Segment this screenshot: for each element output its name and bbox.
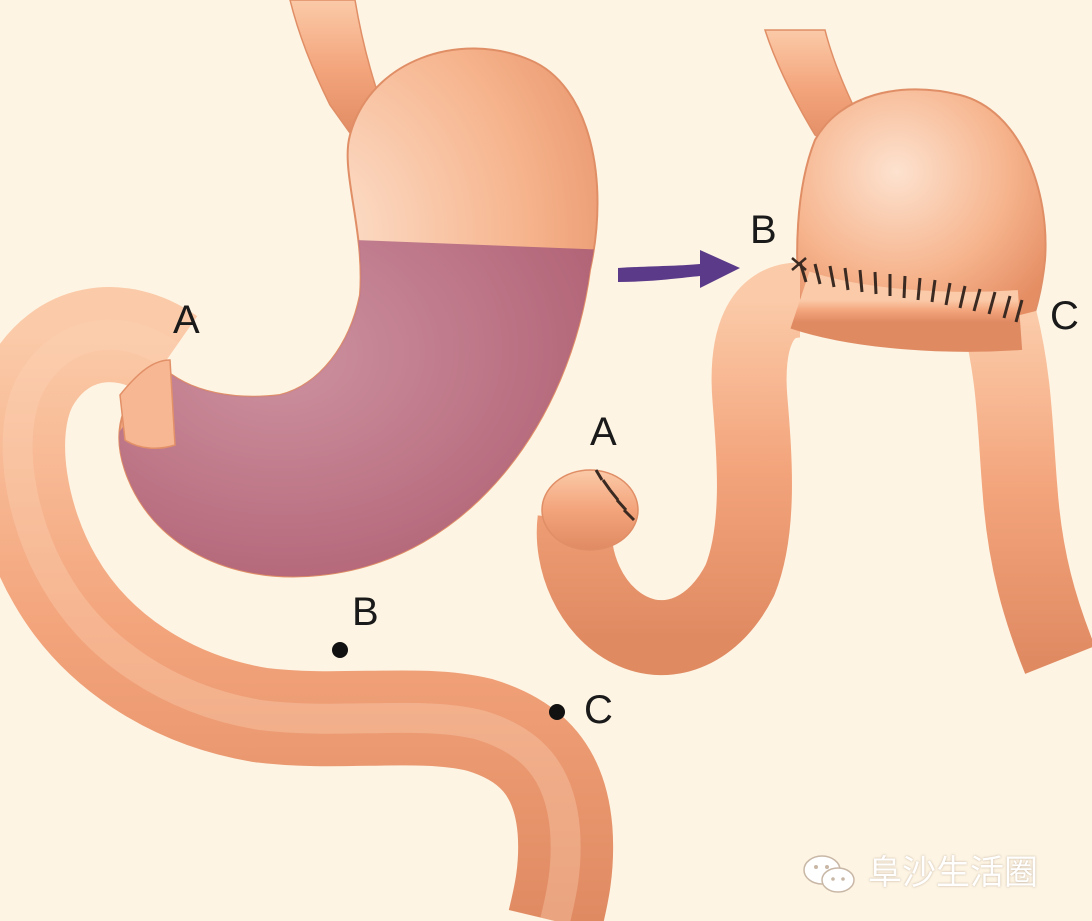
point-c-left	[549, 704, 565, 720]
point-b-left	[332, 642, 348, 658]
label-a-after: A	[590, 412, 617, 452]
label-c-before: C	[584, 690, 613, 730]
label-b-before: B	[352, 592, 379, 632]
intestine-right	[574, 300, 800, 638]
resected-region	[100, 230, 610, 600]
intestine-right-descending	[1000, 320, 1060, 660]
label-c-after: C	[1050, 296, 1079, 336]
arrow-icon	[618, 250, 740, 288]
label-b-after: B	[750, 210, 777, 250]
watermark-text: 阜沙生活圈	[868, 856, 1038, 890]
label-a-before: A	[173, 300, 200, 340]
wechat-icon	[800, 852, 858, 896]
